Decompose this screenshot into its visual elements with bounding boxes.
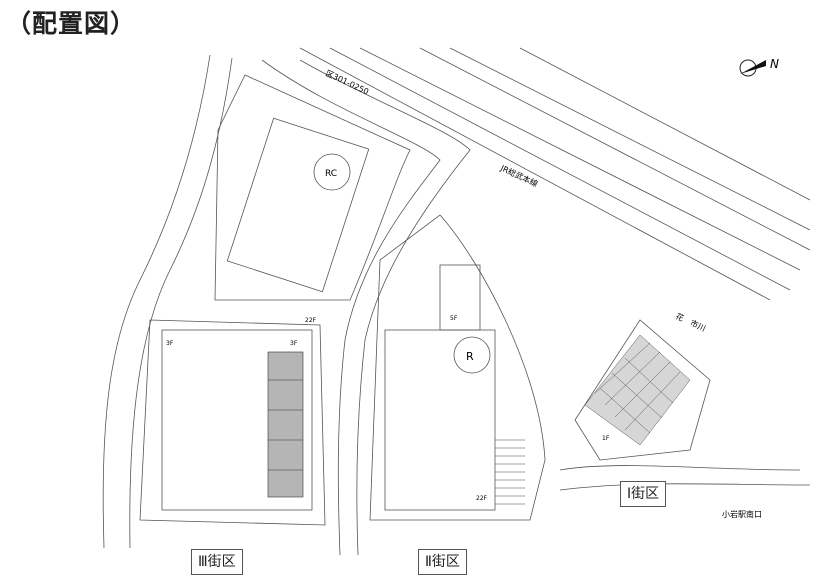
rail-line-6	[519, 47, 811, 201]
building-north	[226, 117, 370, 293]
district-1-label: Ⅰ街区	[620, 481, 667, 507]
text-floor-3f-b: 3F	[290, 340, 298, 347]
rail-line-2	[329, 47, 791, 291]
compass-label: N	[770, 57, 779, 71]
district-2-label: Ⅱ街区	[418, 549, 467, 575]
building-district-3	[161, 329, 313, 511]
text-river: 花 市川	[674, 311, 707, 334]
text-floor-22f-b: 22F	[476, 495, 488, 502]
road-central-outer	[261, 59, 441, 556]
street-lower-2	[559, 483, 811, 491]
parking-district-3	[267, 351, 304, 498]
text-floor-5f: 5F	[450, 315, 458, 322]
rail-line-1	[299, 47, 771, 301]
road-west-inner	[129, 57, 233, 549]
district-3-label: Ⅲ街区	[191, 549, 243, 575]
text-heliport-center: R	[466, 350, 474, 363]
annex-district-2	[439, 264, 481, 331]
text-station-exit: 小岩駅南口	[722, 509, 762, 519]
grid-district-1	[584, 334, 691, 446]
block-north	[214, 74, 411, 301]
text-floor-3f-a: 3F	[166, 340, 174, 347]
heliport-center-ring	[453, 336, 491, 374]
text-railway: JR総武本線	[498, 162, 539, 188]
rail-line-3	[359, 47, 801, 271]
rail-line-4	[419, 47, 811, 251]
page-title: （配置図）	[6, 9, 137, 38]
text-heliport-north: RC	[325, 169, 337, 179]
building-district-2	[384, 329, 496, 511]
road-central-inner	[299, 59, 471, 556]
block-district-3	[139, 319, 326, 526]
rail-line-5	[449, 47, 811, 231]
text-floor-1f-lot: 1F	[602, 435, 610, 442]
block-district-1	[574, 319, 711, 461]
stair-district-2	[495, 439, 525, 505]
heliport-north-ring	[313, 153, 351, 191]
compass-icon	[739, 59, 766, 77]
road-west-outer	[102, 54, 211, 549]
text-floor-22f: 22F	[305, 317, 317, 324]
block-district-2	[369, 214, 546, 521]
street-lower	[559, 465, 801, 471]
